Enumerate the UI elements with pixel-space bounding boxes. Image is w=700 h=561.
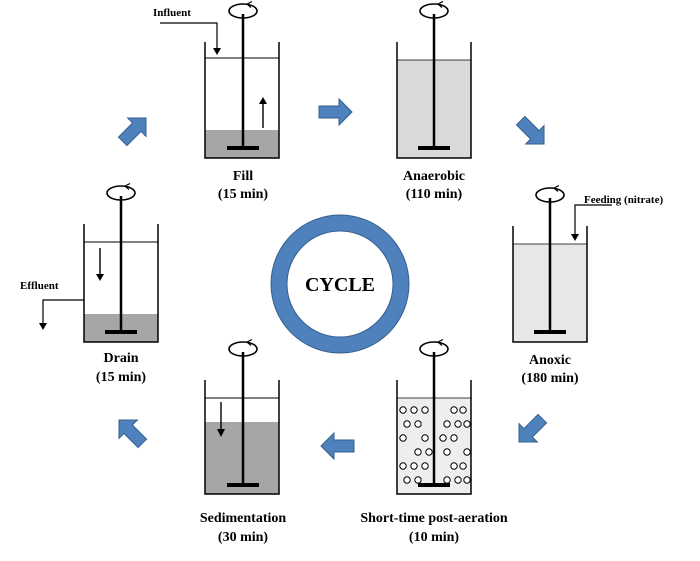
anaerobic-duration: (110 min) <box>406 187 463 202</box>
air-bubble <box>450 434 458 442</box>
air-bubble <box>410 462 418 470</box>
air-bubble <box>450 462 458 470</box>
anaerobic-reactor <box>396 0 472 159</box>
air-bubble <box>463 476 471 484</box>
fill-name: Fill <box>233 169 253 184</box>
aeration-name: Short-time post-aeration <box>360 511 508 526</box>
drain-reactor: Effluent <box>20 182 159 343</box>
fill-duration: (15 min) <box>218 187 269 202</box>
aeration-duration: (10 min) <box>409 530 460 545</box>
air-bubble <box>439 434 447 442</box>
air-bubble <box>414 448 422 456</box>
drain-name: Drain <box>104 351 139 366</box>
air-bubble <box>399 434 407 442</box>
sedimentation-duration: (30 min) <box>218 530 269 545</box>
air-bubble <box>459 462 467 470</box>
air-bubble <box>421 434 429 442</box>
air-bubble <box>443 448 451 456</box>
air-bubble <box>410 406 418 414</box>
anoxic-reactor: Feeding (nitrate) <box>512 184 663 343</box>
air-bubble <box>459 406 467 414</box>
air-bubble <box>403 476 411 484</box>
arrow-drain-to-fill <box>117 117 147 147</box>
air-bubble <box>399 406 407 414</box>
anoxic-name: Anoxic <box>529 353 571 368</box>
arrow-anaerobic-to-anoxic <box>515 115 545 145</box>
air-bubble <box>421 462 429 470</box>
air-bubble <box>414 420 422 428</box>
air-bubble <box>443 420 451 428</box>
air-bubble <box>421 406 429 414</box>
aeration-reactor <box>396 338 472 495</box>
arrow-aeration-to-sedimentation <box>320 431 355 461</box>
cycle-label: CYCLE <box>305 274 375 296</box>
sedimentation-reactor <box>204 338 280 495</box>
influent-label: Influent <box>153 7 191 19</box>
air-bubble <box>443 476 451 484</box>
effluent-label: Effluent <box>20 280 59 292</box>
air-bubble <box>425 448 433 456</box>
drain-duration: (15 min) <box>96 370 147 385</box>
fill-reactor: Influent <box>153 0 280 159</box>
anoxic-duration: (180 min) <box>521 371 579 386</box>
air-bubble <box>463 420 471 428</box>
air-bubble <box>399 462 407 470</box>
air-bubble <box>403 420 411 428</box>
feeding-label: Feeding (nitrate) <box>584 194 663 206</box>
arrow-anoxic-to-aeration <box>518 413 548 443</box>
air-bubble <box>454 476 462 484</box>
anaerobic-name: Anaerobic <box>403 169 465 184</box>
air-bubble <box>463 448 471 456</box>
air-bubbles <box>399 406 471 484</box>
arrow-sedimentation-to-drain <box>118 419 148 449</box>
air-bubble <box>414 476 422 484</box>
cycle-ring: CYCLE <box>270 214 410 354</box>
sedimentation-name: Sedimentation <box>200 511 287 526</box>
arrow-fill-to-anaerobic <box>318 97 353 127</box>
cycle-arrows <box>117 97 548 461</box>
air-bubble <box>450 406 458 414</box>
air-bubble <box>454 420 462 428</box>
